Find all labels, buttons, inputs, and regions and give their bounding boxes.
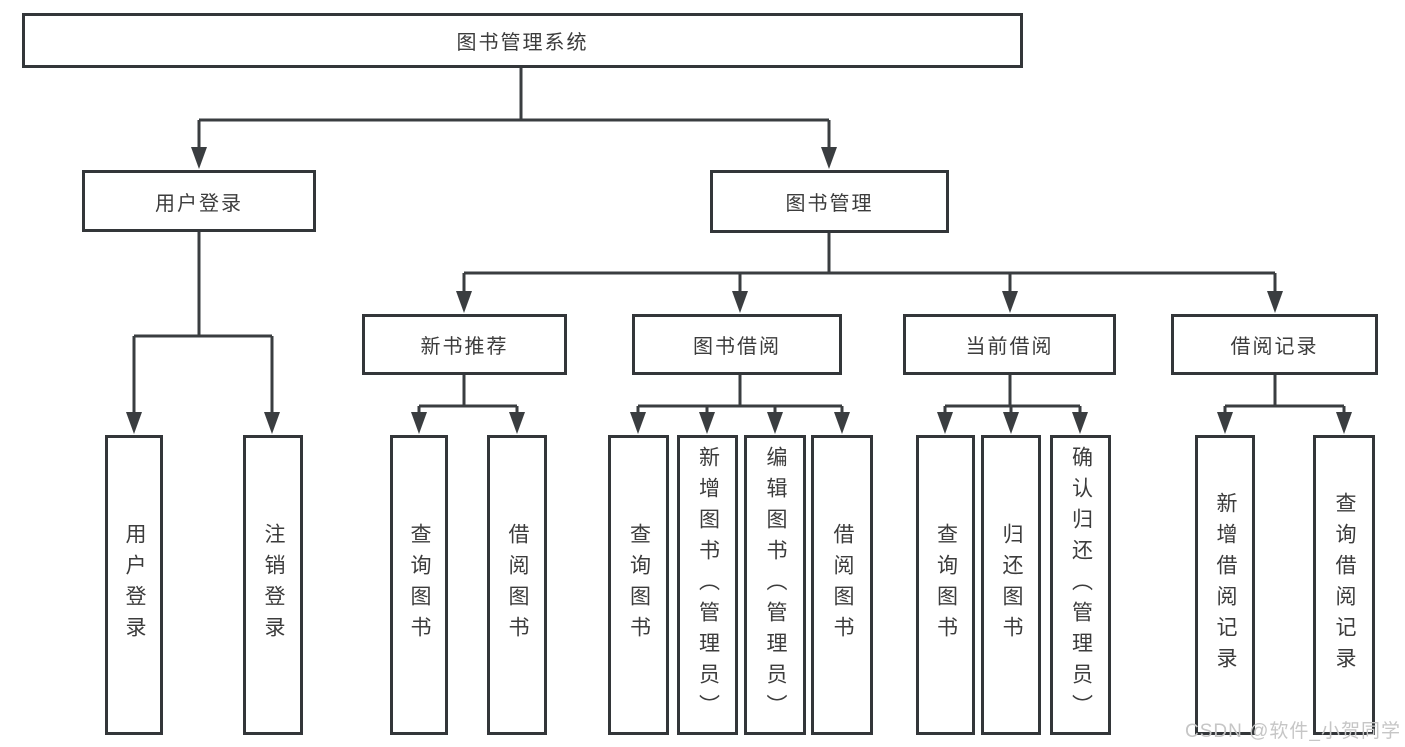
leaf-add-borrow-record: 新增借阅记录: [1195, 435, 1255, 735]
connector-root-to-level2: [197, 66, 831, 150]
node-new-book-recommend: 新书推荐: [362, 314, 567, 375]
connector-new-book-recommend-to-leaves: [417, 374, 519, 413]
leaf-user-login: 用户登录: [105, 435, 163, 735]
leaf-confirm-return-admin: 确认归还（管理员）: [1050, 435, 1111, 735]
connector-user-login-to-leaves: [132, 230, 274, 413]
node-book-management: 图书管理: [710, 170, 949, 233]
connector-book-borrow-to-leaves: [636, 374, 844, 413]
leaf-query-books-current: 查询图书: [916, 435, 975, 735]
watermark: CSDN @软件_小贺同学: [1185, 721, 1401, 742]
leaf-query-borrow-record: 查询借阅记录: [1313, 435, 1375, 735]
connector-borrow-records-to-leaves: [1223, 374, 1346, 413]
leaf-borrow-books: 借阅图书: [811, 435, 873, 735]
arrowheads-level3: [456, 291, 1283, 313]
connector-current-borrow-to-leaves: [943, 374, 1082, 413]
node-root: 图书管理系统: [22, 13, 1023, 68]
arrowheads-leaves: [126, 412, 1352, 434]
node-user-login: 用户登录: [82, 170, 316, 232]
connector-book-management-to-level3: [462, 232, 1277, 293]
node-book-borrow: 图书借阅: [632, 314, 842, 375]
leaf-add-book-admin: 新增图书（管理员）: [677, 435, 738, 735]
arrowheads-level2: [191, 147, 837, 169]
leaf-query-books-recommend: 查询图书: [390, 435, 448, 735]
leaf-edit-book-admin: 编辑图书（管理员）: [744, 435, 806, 735]
leaf-borrow-books-recommend: 借阅图书: [487, 435, 547, 735]
leaf-return-books: 归还图书: [981, 435, 1041, 735]
node-current-borrow: 当前借阅: [903, 314, 1116, 375]
leaf-logout: 注销登录: [243, 435, 303, 735]
node-borrow-records: 借阅记录: [1171, 314, 1378, 375]
leaf-query-books-borrow: 查询图书: [608, 435, 669, 735]
